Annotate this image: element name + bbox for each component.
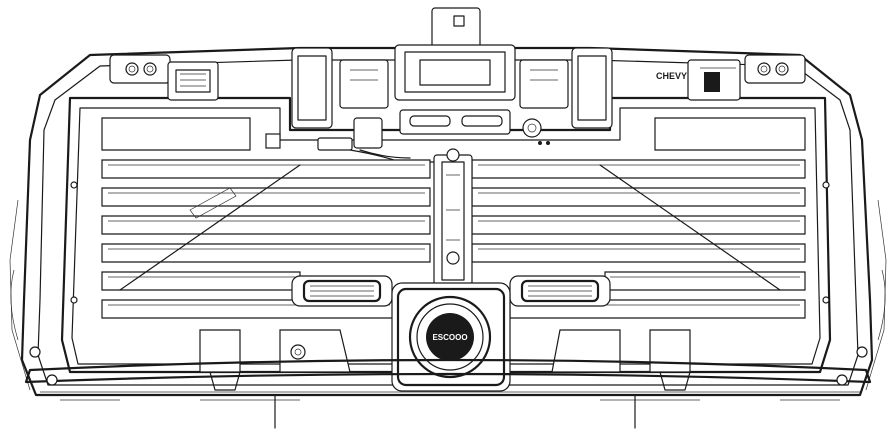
right-grille-insert <box>509 275 611 307</box>
frame-fasteners <box>29 181 868 386</box>
sensor-marking-text: ESCOOO <box>432 333 467 342</box>
center-latch-assembly <box>291 7 613 138</box>
top-left-mount-bracket <box>109 54 219 101</box>
brand-badge-text: CHEVY <box>656 71 687 81</box>
actuator-wiring <box>265 117 550 163</box>
inner-frame <box>60 96 832 374</box>
bottom-lip <box>24 358 872 429</box>
center-support-post <box>433 148 473 286</box>
front-camera-sensor-module: ESCOOO <box>391 282 511 392</box>
top-right-mount-bracket <box>687 54 806 101</box>
left-grille-insert <box>291 275 393 307</box>
